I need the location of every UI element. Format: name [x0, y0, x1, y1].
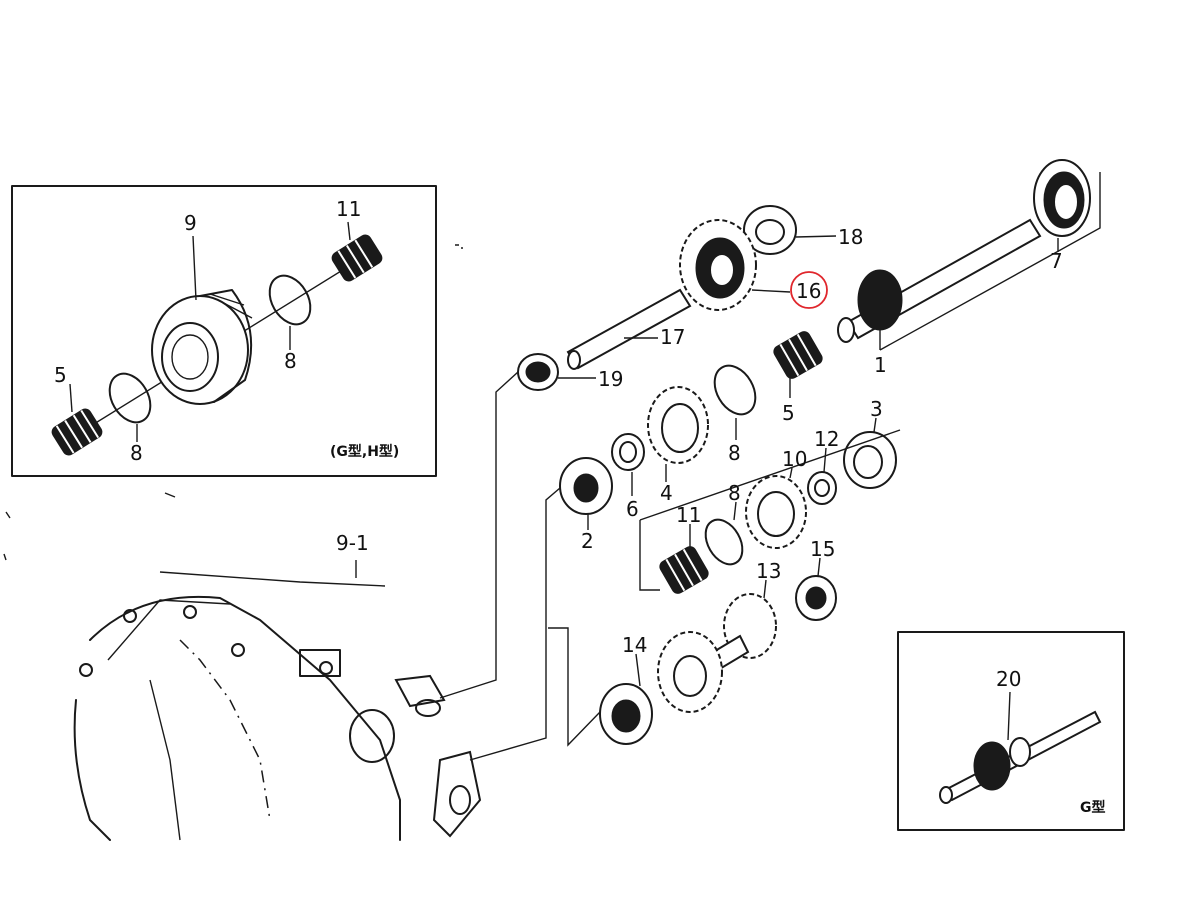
- callout-8-inset-right: 8: [284, 349, 297, 373]
- inset-right-frame: [897, 631, 1125, 831]
- transmission-housing-9-1: 9-1: [73, 371, 601, 841]
- reverse-gear-group: 15 13 14: [599, 537, 837, 745]
- gear-16: [679, 219, 757, 311]
- gear-4: [647, 386, 709, 464]
- needle-bearing-11: [659, 546, 709, 594]
- snap-ring-8b: [704, 518, 744, 566]
- thrust-washer-12: [807, 471, 837, 505]
- countershaft-group: 4 6 2 3 12 10 8 11: [559, 386, 901, 594]
- callout-11-inset: 11: [336, 197, 361, 221]
- thrust-washer-6: [611, 433, 645, 471]
- callout-13: 13: [756, 559, 781, 583]
- gear-10: [745, 475, 807, 549]
- highlight-circle-16: [790, 271, 828, 309]
- callout-5: 5: [782, 401, 795, 425]
- bearing-18: [743, 205, 797, 255]
- callout-8b: 8: [728, 481, 741, 505]
- callout-15: 15: [810, 537, 835, 561]
- bearing-3: [843, 431, 897, 489]
- inset-right-note: G型: [1080, 799, 1106, 816]
- callout-20: 20: [996, 667, 1021, 691]
- inset-needle-bearing-11: [331, 234, 383, 282]
- synchro-sleeve-7: [1033, 159, 1091, 237]
- callout-2: 2: [581, 529, 594, 553]
- inset-snap-ring-8a: [108, 372, 152, 424]
- shaft-17: [566, 288, 692, 370]
- callout-16: 16: [796, 279, 821, 303]
- main-shaft-assembly: 18 16 17 19 1 7 5 8: [517, 159, 1101, 465]
- callout-18: 18: [838, 225, 863, 249]
- callout-8-inset-left: 8: [130, 441, 143, 465]
- oil-seal-19: [517, 353, 559, 391]
- shaft-part-20: [939, 710, 1102, 804]
- callout-19: 19: [598, 367, 623, 391]
- bearing-2: [559, 457, 613, 515]
- inset-left-frame: [11, 185, 437, 477]
- callout-8a: 8: [728, 441, 741, 465]
- callout-12: 12: [814, 427, 839, 451]
- callout-1: 1: [874, 353, 887, 377]
- bearing-14: [599, 683, 653, 745]
- callout-17: 17: [660, 325, 685, 349]
- inset-right-panel: 20 G型: [897, 631, 1125, 831]
- inset-snap-ring-8b: [268, 274, 312, 326]
- bearing-15: [795, 575, 837, 621]
- callout-10: 10: [782, 447, 807, 471]
- callout-14: 14: [622, 633, 647, 657]
- callout-6: 6: [626, 497, 639, 521]
- main-shaft-1: [837, 218, 1042, 343]
- callout-3: 3: [870, 397, 883, 421]
- snap-ring-8a: [713, 364, 757, 416]
- inset-synchro-hub-9: [151, 289, 253, 405]
- callout-7: 7: [1050, 249, 1063, 273]
- inset-needle-bearing-5: [51, 408, 103, 456]
- inset-left-panel: 9 11 8 8 5 (G型,H型): [11, 185, 437, 477]
- callout-9: 9: [184, 211, 197, 235]
- callout-9-1: 9-1: [336, 531, 369, 555]
- gear-14: [657, 631, 723, 713]
- callout-5-inset: 5: [54, 363, 67, 387]
- callout-11: 11: [676, 503, 701, 527]
- inset-left-note: (G型,H型): [330, 443, 399, 460]
- scan-marks: [3, 244, 463, 561]
- needle-bearing-5: [773, 331, 823, 379]
- callout-4: 4: [660, 481, 673, 505]
